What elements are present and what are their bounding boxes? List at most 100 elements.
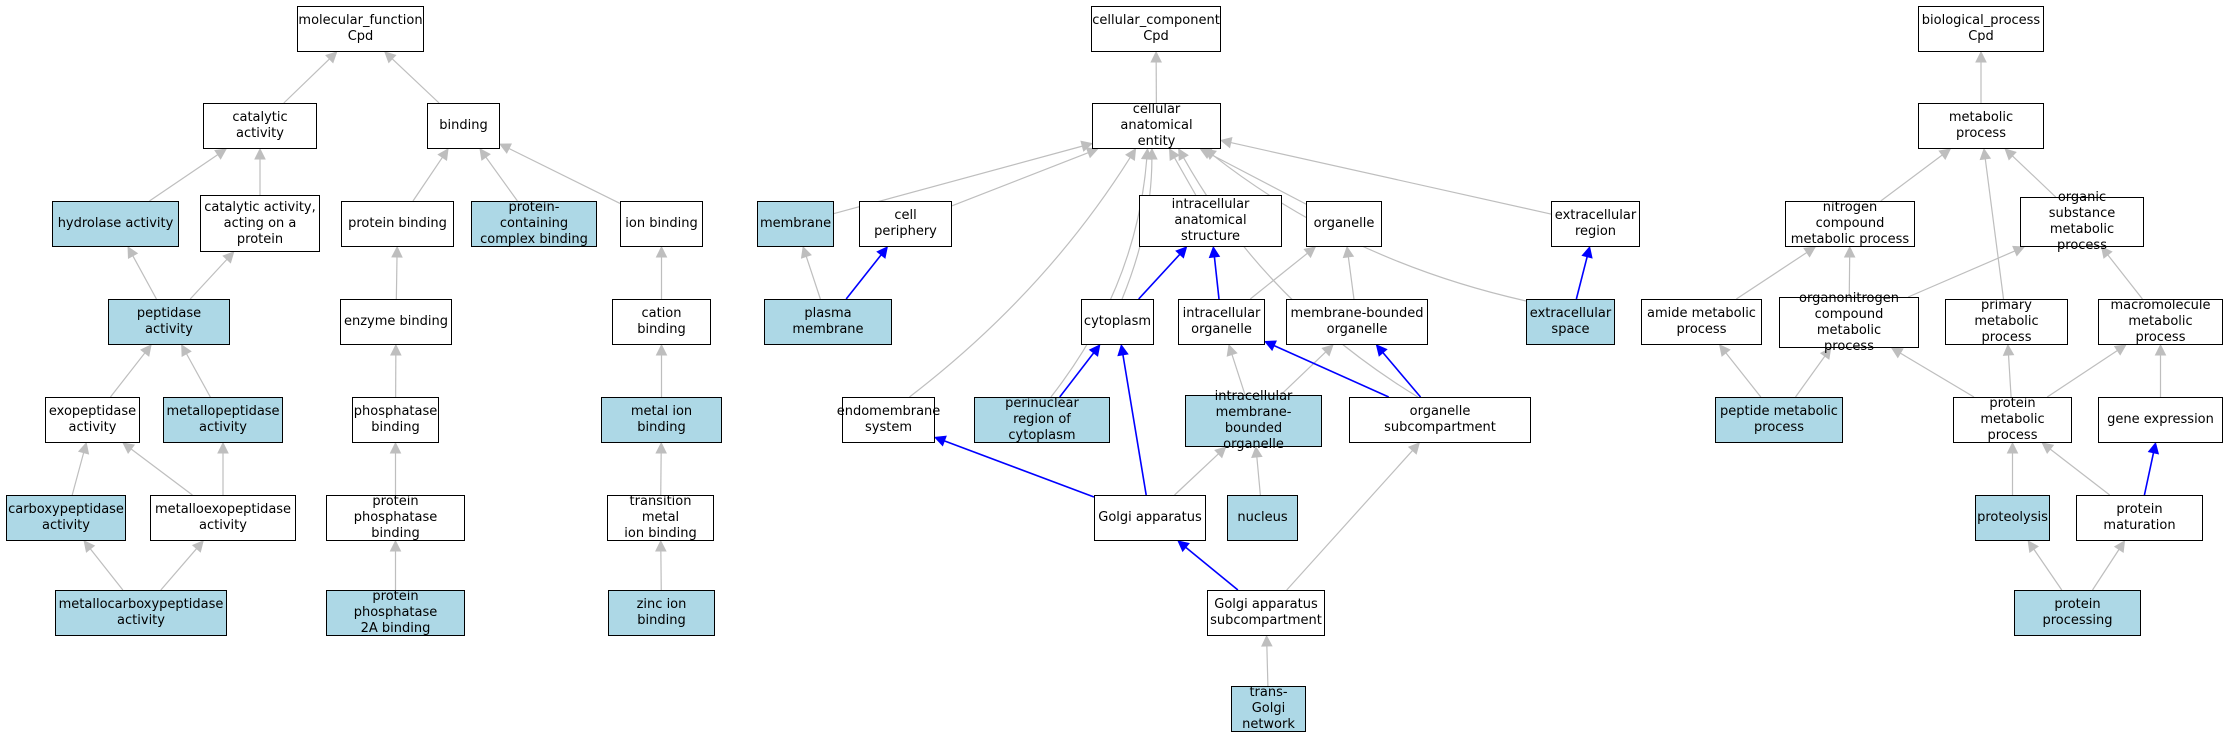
edge-organelle-to-cae: [1209, 153, 1307, 205]
arrowhead-cae-to-cc: [1150, 50, 1162, 63]
arrowhead-extracellular_space-to-cae: [1204, 148, 1217, 161]
go-term-amide: amide metabolic process: [1641, 299, 1762, 345]
arrowhead-hydrolase-to-catalytic: [214, 148, 228, 160]
go-term-carboxypeptidase: carboxypeptidase activity: [6, 495, 126, 541]
go-term-protein-met: protein metabolic process: [1953, 396, 2072, 443]
edge-plasma_membrane-to-cell_periphery: [845, 254, 882, 300]
arrowhead-zinc-to-transition_metal: [655, 539, 667, 552]
edge-peptidase-to-hydrolase: [132, 255, 157, 300]
go-term-phosphatase-binding: phosphatase binding: [352, 397, 439, 443]
go-term-peptidase: peptidase activity: [108, 299, 230, 345]
go-term-metallopeptidase: metallopeptidase activity: [163, 397, 283, 443]
go-term-cae: cellular anatomical entity: [1092, 102, 1221, 149]
edge-plasma_membrane-to-membrane: [805, 256, 821, 300]
go-term-metallocarboxy: metallocarboxypeptidase activity: [55, 590, 227, 636]
arrowhead-golgi-to-endomembrane: [933, 435, 947, 447]
arrowhead-exopeptidase-to-peptidase: [140, 344, 152, 357]
edge-golgi_subcomp-to-golgi: [1185, 546, 1239, 591]
go-term-endomembrane: endomembrane system: [837, 397, 940, 443]
arrowhead-imbo-to-mb_organelle: [1321, 344, 1334, 357]
edge-ion_binding-to-binding: [508, 147, 621, 204]
edge-exopeptidase-to-peptidase: [109, 352, 146, 398]
arrowhead-nitrogen-to-metabolic: [1938, 148, 1952, 160]
go-term-primary: primary metabolic process: [1945, 298, 2068, 345]
edge-golgi-to-endomembrane: [944, 440, 1095, 498]
arrowhead-cat_protein-to-catalytic: [254, 147, 266, 160]
arrowhead-metalloexo-to-metallopeptidase: [217, 441, 229, 454]
arrowhead-peptidase-to-hydrolase: [127, 246, 139, 259]
go-term-imbo: intracellular membrane-bounded organelle: [1185, 389, 1322, 452]
go-term-organonitrogen: organonitrogen compound metabolic proces…: [1779, 291, 1919, 354]
edge-endomembrane-to-cae: [909, 157, 1131, 398]
go-term-cytoplasm: cytoplasm: [1081, 299, 1154, 345]
arrowhead-peptidase-to-cat_protein: [222, 251, 235, 264]
edge-protein_processing-to-protein_maturation: [2092, 549, 2120, 591]
arrowhead-golgi_subcomp-to-org_subcomp: [1407, 442, 1421, 455]
go-term-organelle: organelle: [1306, 201, 1382, 247]
arrowhead-macromolecule-to-organic: [2100, 246, 2113, 259]
edge-organic-to-metabolic: [2012, 155, 2057, 198]
go-term-cell-periphery: cell periphery: [859, 201, 952, 247]
go-term-golgi-subcomp: Golgi apparatus subcompartment: [1207, 590, 1325, 636]
edge-protein_maturation-to-protein_met: [2049, 448, 2111, 496]
go-term-proteolysis: proteolysis: [1975, 495, 2050, 541]
arrowhead-mb_organelle-to-organelle: [1342, 245, 1355, 259]
go-term-org-subcomp: organelle subcompartment: [1349, 397, 1531, 443]
arrowhead-endomembrane-to-cae: [1125, 148, 1137, 161]
edge-macromolecule-to-organic: [2107, 254, 2143, 300]
arrowhead-trans_golgi-to-golgi_subcomp: [1261, 634, 1273, 647]
edge-org_subcomp-to-cae: [1183, 157, 1419, 398]
arrowhead-ion_binding-to-binding: [498, 143, 512, 154]
edge-nucleus-to-imbo: [1256, 456, 1261, 496]
edge-extracellular_region-to-cae: [1230, 141, 1552, 215]
go-term-bp: biological_process Cpd: [1918, 6, 2044, 52]
edge-catalytic-to-mf: [283, 58, 330, 104]
edge-peptide_met-to-amide: [1725, 352, 1762, 398]
arrowhead-peptide_met-to-amide: [1718, 344, 1731, 357]
arrowhead-peptide_met-to-organonitrogen: [1819, 347, 1832, 360]
edge-protein_met-to-macromolecule: [2046, 350, 2118, 398]
go-term-peptide-met: peptide metabolic process: [1715, 397, 1843, 443]
arrowhead-cation_binding-to-ion_binding: [655, 245, 668, 258]
arrowhead-catalytic-to-mf: [325, 51, 338, 64]
arrowhead-golgi-to-cytoplasm: [1117, 343, 1129, 357]
go-term-macromolecule: macromolecule metabolic process: [2098, 298, 2223, 345]
go-term-plasma-membrane: plasma membrane: [764, 299, 892, 345]
edge-org_subcomp-to-intracellular_org: [1273, 344, 1390, 398]
arrowhead-org_subcomp-to-mb_organelle: [1375, 344, 1388, 357]
arrowhead-phosphatase_binding-to-enzyme_binding: [390, 343, 402, 356]
go-term-transition-metal: transition metal ion binding: [607, 494, 714, 541]
arrowhead-perinuclear-to-cae: [1140, 147, 1153, 160]
edge-trans_golgi-to-golgi_subcomp: [1266, 645, 1269, 687]
edge-protein_maturation-to-gene_expr: [2143, 452, 2155, 496]
go-term-nitrogen: nitrogen compound metabolic process: [1785, 200, 1915, 247]
arrowhead-pcc_binding-to-binding: [479, 148, 491, 161]
arrowhead-extracellular_space-to-extracellular_region: [1581, 245, 1593, 259]
arrowhead-organonitrogen-to-organic: [2012, 245, 2026, 257]
arrowhead-metabolic-to-bp: [1975, 50, 1987, 63]
go-term-pp2a-binding: protein phosphatase 2A binding: [326, 589, 465, 636]
go-term-extracellular-space: extracellular space: [1526, 299, 1615, 345]
edge-peptide_met-to-organonitrogen: [1795, 355, 1826, 398]
go-term-catalytic: catalytic activity: [203, 103, 317, 149]
arrowhead-metallopeptidase-to-peptidase: [181, 344, 192, 357]
edge-metallocarboxy-to-metalloexo: [160, 548, 198, 591]
arrowhead-pp2a_binding-to-pp_binding: [389, 539, 402, 552]
edge-golgi-to-cytoplasm: [1122, 354, 1147, 496]
go-term-protein-processing: protein processing: [2014, 590, 2141, 636]
edge-golgi_subcomp-to-org_subcomp: [1286, 450, 1414, 591]
arrowhead-golgi-to-imbo: [1214, 446, 1227, 459]
arrowhead-intracellular_as-to-cae: [1169, 148, 1180, 161]
arrowhead-carboxypeptidase-to-exopeptidase: [77, 441, 90, 455]
arrowhead-protein_processing-to-proteolysis: [2027, 540, 2039, 553]
go-term-mf: molecular_function Cpd: [297, 6, 424, 52]
edge-protein_met-to-primary: [2007, 354, 2012, 398]
arrowhead-golgi_subcomp-to-golgi: [1177, 540, 1190, 553]
edge-extracellular_space-to-extracellular_region: [1575, 256, 1588, 300]
edge-protein_met-to-organonitrogen: [1900, 352, 1975, 398]
edge-imbo-to-intracellular_org: [1231, 354, 1246, 396]
go-term-organic: organic substance metabolic process: [2020, 190, 2144, 253]
go-term-hydrolase: hydrolase activity: [52, 201, 179, 247]
arrowhead-org_subcomp-to-cae: [1178, 148, 1189, 161]
go-term-trans-golgi: trans-Golgi network: [1231, 685, 1306, 732]
